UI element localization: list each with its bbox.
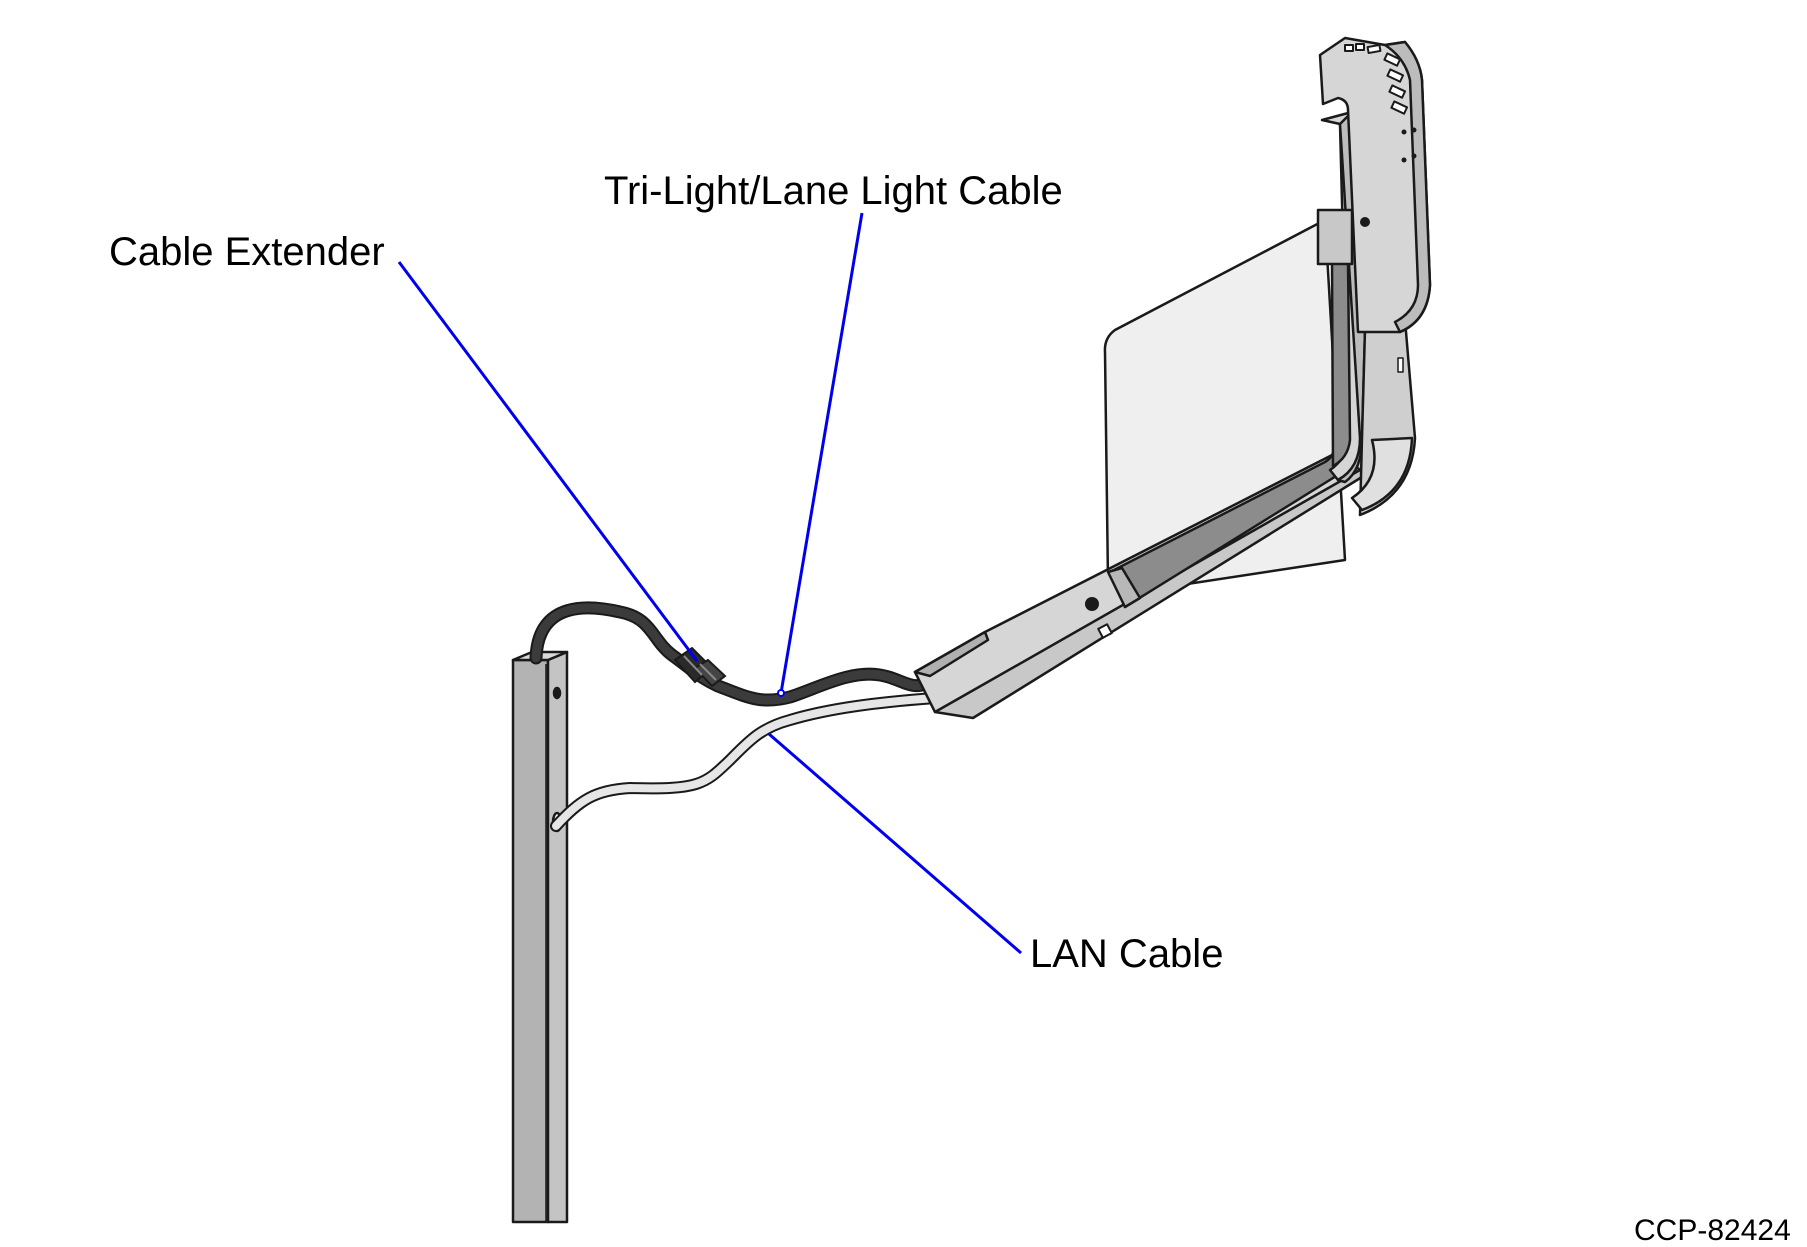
lan-cable <box>550 692 941 832</box>
callout-tri-light-cable: Tri-Light/Lane Light Cable <box>604 169 1063 213</box>
figure-id-label: CCP-82424 <box>1634 1214 1791 1247</box>
leader-tri-light <box>779 212 864 694</box>
vent-slots <box>1344 43 1409 115</box>
tri-light-cable <box>529 601 932 707</box>
light-bar-assembly <box>913 36 1432 720</box>
leader-lines <box>397 212 1022 955</box>
mounting-pole <box>511 650 569 1224</box>
callout-cable-extender: Cable Extender <box>109 230 385 274</box>
leader-end-dot <box>777 689 785 697</box>
callout-lan-cable: LAN Cable <box>1030 932 1224 976</box>
leader-cable-extender <box>397 261 699 662</box>
column-clip <box>1316 208 1354 266</box>
cable-extender-connector <box>673 646 727 688</box>
leader-lan-cable <box>768 732 1022 955</box>
